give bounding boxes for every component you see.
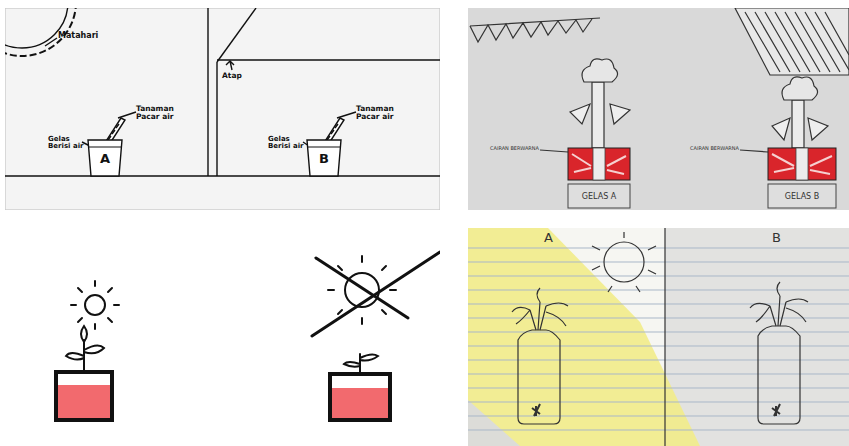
path-shape xyxy=(217,8,256,62)
polygon-shape xyxy=(307,140,341,176)
annotation-label: Gelas Berisi air xyxy=(268,136,304,151)
path-shape xyxy=(512,288,568,330)
path-shape xyxy=(108,124,119,140)
panel-letter: B xyxy=(772,231,792,245)
annotation-label: Gelas Berisi air xyxy=(48,136,84,151)
line-shape xyxy=(468,304,849,305)
annotation-label: Atap xyxy=(222,72,252,80)
g-shape xyxy=(512,228,808,446)
polygon-shape xyxy=(665,228,849,446)
path-shape xyxy=(66,326,104,372)
line-shape xyxy=(468,416,849,417)
line-shape xyxy=(207,8,208,176)
annotation-label: CAIRAN BERWARNA xyxy=(490,146,550,151)
path-shape xyxy=(570,104,630,124)
line-shape xyxy=(468,318,849,319)
rect-shape xyxy=(592,82,604,148)
rect-shape xyxy=(330,374,390,420)
path-shape xyxy=(772,118,828,140)
path-shape xyxy=(782,77,818,100)
path-shape xyxy=(582,59,618,82)
line-shape xyxy=(468,346,849,347)
polygon-shape xyxy=(88,140,122,176)
rect-shape xyxy=(330,388,390,420)
line-shape xyxy=(308,147,340,148)
path-shape xyxy=(592,232,656,292)
annotation-label: Tanaman Pacar air xyxy=(136,105,180,121)
line-shape xyxy=(540,150,568,152)
path-shape xyxy=(312,252,440,336)
rect-shape xyxy=(568,184,630,208)
line-shape xyxy=(468,276,849,277)
jar-node: GELAS B xyxy=(768,148,836,210)
rect-shape xyxy=(468,228,849,446)
line-shape xyxy=(468,248,849,249)
path-shape xyxy=(532,404,540,416)
glass-node: A xyxy=(88,140,122,176)
line-shape xyxy=(89,147,121,148)
path-shape xyxy=(344,354,378,374)
line-shape xyxy=(468,262,849,263)
rect-shape xyxy=(0,210,849,228)
line-shape xyxy=(5,175,440,176)
jar-caption: GELAS B xyxy=(768,192,836,201)
rect-shape xyxy=(792,100,804,148)
path-shape xyxy=(772,404,780,416)
glass-letter: B xyxy=(307,151,341,166)
line-shape xyxy=(740,150,768,152)
g-shape xyxy=(468,248,849,430)
panel-letter: A xyxy=(544,231,564,245)
annotation-label: CAIRAN BERWARNA xyxy=(690,146,750,151)
panel-notebook xyxy=(468,228,849,446)
jar-caption: GELAS A xyxy=(568,192,630,201)
path-shape xyxy=(226,61,234,70)
path-shape xyxy=(328,256,396,324)
panel-photo xyxy=(468,8,849,210)
path-shape xyxy=(316,258,408,318)
circle-shape xyxy=(604,242,644,282)
path-shape xyxy=(518,330,560,424)
rect-shape xyxy=(5,8,440,210)
path-shape xyxy=(758,326,800,424)
path-shape xyxy=(327,124,338,140)
rect-shape xyxy=(768,148,836,180)
glass-letter: A xyxy=(88,151,122,166)
annotation-label: Tanaman Pacar air xyxy=(356,105,400,121)
glass-node: B xyxy=(307,140,341,176)
path-shape xyxy=(45,38,57,46)
rect-shape xyxy=(768,184,836,208)
line-shape xyxy=(664,228,665,446)
polygon-shape xyxy=(468,228,700,446)
rect-shape xyxy=(593,148,605,180)
path-shape xyxy=(470,18,600,26)
rect-shape xyxy=(568,148,630,180)
jar-node: GELAS A xyxy=(568,148,630,210)
rect-shape xyxy=(56,372,112,420)
line-shape xyxy=(216,62,217,176)
path-shape xyxy=(470,19,592,42)
rect-shape xyxy=(56,385,112,420)
panel-sun-roof xyxy=(5,8,440,210)
rect-shape xyxy=(796,148,808,180)
rect-shape xyxy=(468,8,849,210)
line-shape xyxy=(468,290,849,291)
line-shape xyxy=(468,360,849,361)
annotation-label: Matahari xyxy=(58,32,118,40)
panel-icons xyxy=(56,252,440,420)
line-shape xyxy=(468,374,849,375)
path-shape xyxy=(750,282,808,326)
polygon-shape xyxy=(468,400,520,446)
line-shape xyxy=(217,59,440,60)
path-shape xyxy=(71,281,119,329)
circle-shape xyxy=(85,295,105,315)
line-shape xyxy=(468,402,849,403)
path-shape xyxy=(745,12,849,72)
line-shape xyxy=(468,388,849,389)
line-shape xyxy=(468,430,849,431)
path-shape xyxy=(735,8,849,75)
